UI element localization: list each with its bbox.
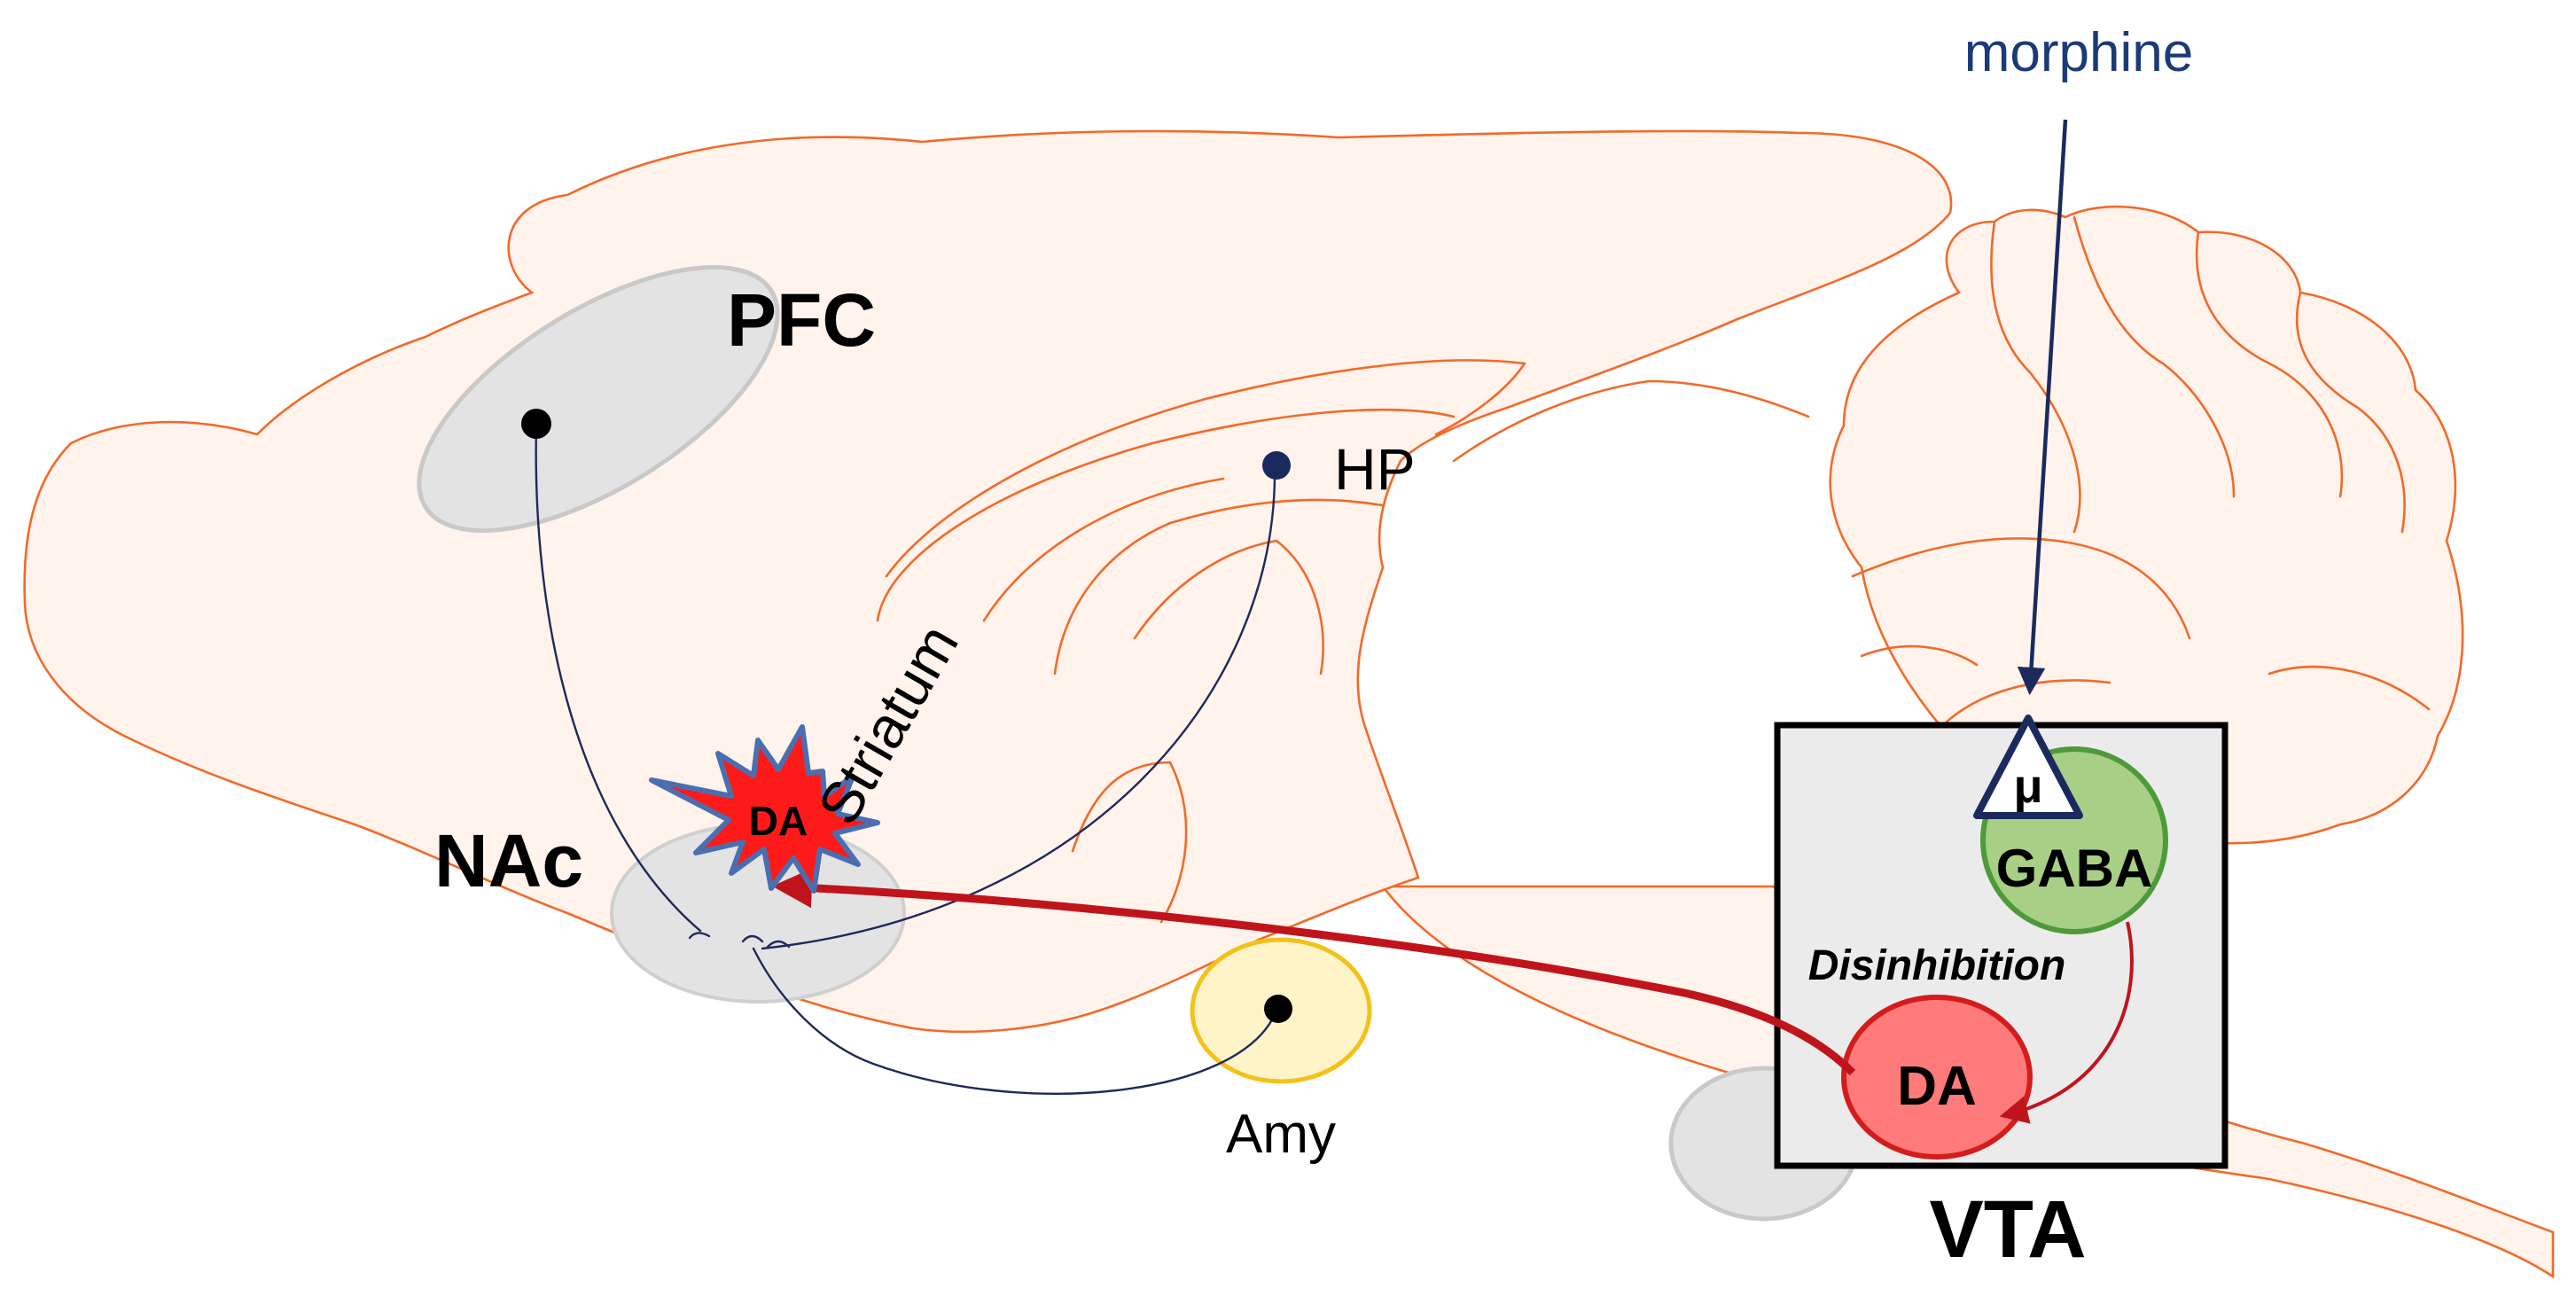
da-neuron [1841,995,2033,1160]
da-burst-label: DA [749,798,808,844]
afferent-fibers [535,424,1278,1095]
pfc-neuron-dot [521,409,551,439]
cerebellum [1829,205,2464,845]
amy-fiber [752,947,1278,1095]
pfc-label: PFC [727,278,876,362]
morphine-arrow [2017,119,2068,696]
hp-label: HP [1334,436,1416,502]
gaba-to-da-arrow [1999,921,2134,1124]
pfc-region [417,265,780,533]
da-projection-arrow [772,868,1856,1076]
morphine-label: morphine [1964,22,2193,83]
brain-internal-contours [876,215,2431,924]
amy-neuron-dot [1264,995,1292,1023]
hp-neuron-dot [1262,451,1291,480]
gaba-label: GABA [1996,839,2153,898]
amy-label: Amy [1226,1104,1336,1165]
mu-label: μ [2013,760,2042,813]
pfc-fiber [535,424,702,933]
vta-label: VTA [1929,1184,2086,1275]
nac-label: NAc [434,819,583,902]
da-neuron-label: DA [1897,1056,1977,1117]
starburst-icon [649,724,880,894]
disinhibition-label: Disinhibition [1808,942,2066,989]
mu-receptor-icon [1973,715,2083,819]
hp-fiber [761,468,1276,950]
